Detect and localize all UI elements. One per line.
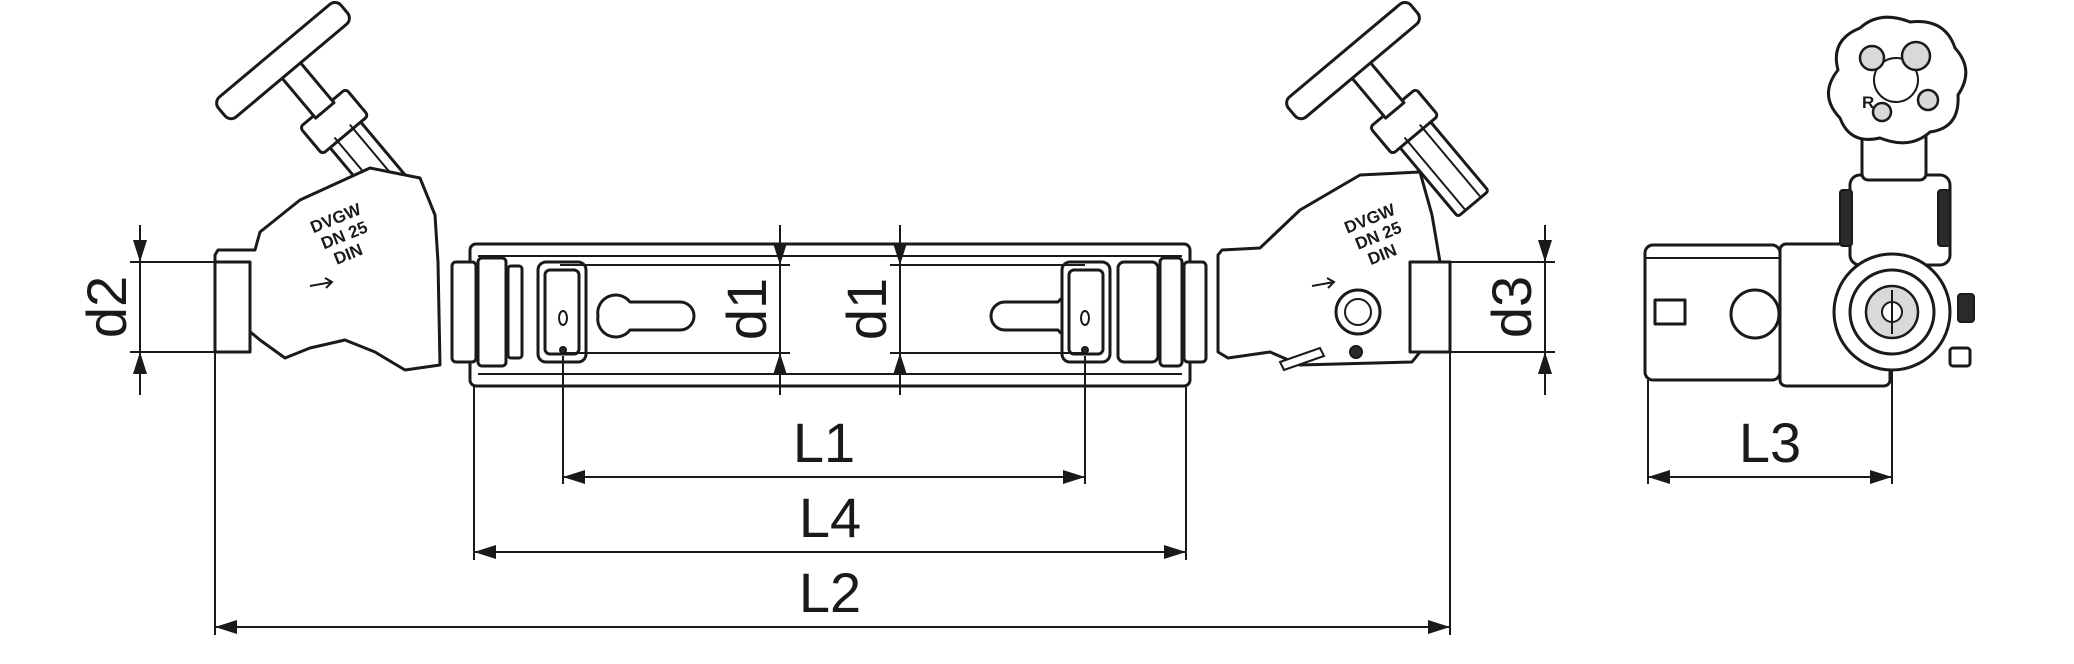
left-valve: DVGW DN 25 DIN — [213, 0, 442, 372]
flow-arrow-icon — [309, 277, 334, 289]
dim-d3-label: d3 — [1480, 276, 1543, 338]
handwheel: R — [1827, 15, 1968, 145]
dim-L2-label: L2 — [799, 561, 861, 624]
dim-d1-right-label: d1 — [835, 278, 898, 340]
dimensions: d2 d1 d1 d3 L1 — [75, 225, 1893, 635]
handwheel-mark: R — [1862, 93, 1874, 112]
dim-d1-left-label: d1 — [715, 278, 778, 340]
flow-arrow-icon-right — [1311, 277, 1336, 289]
dim-L3-label: L3 — [1739, 411, 1801, 474]
meter-section — [450, 242, 1208, 388]
dim-L1-label: L1 — [793, 411, 855, 474]
right-valve: DVGW DN 25 DIN — [1216, 0, 1489, 372]
dim-L4-label: L4 — [799, 486, 861, 549]
dim-d2-label: d2 — [75, 276, 138, 338]
side-view: R — [1643, 15, 1975, 388]
